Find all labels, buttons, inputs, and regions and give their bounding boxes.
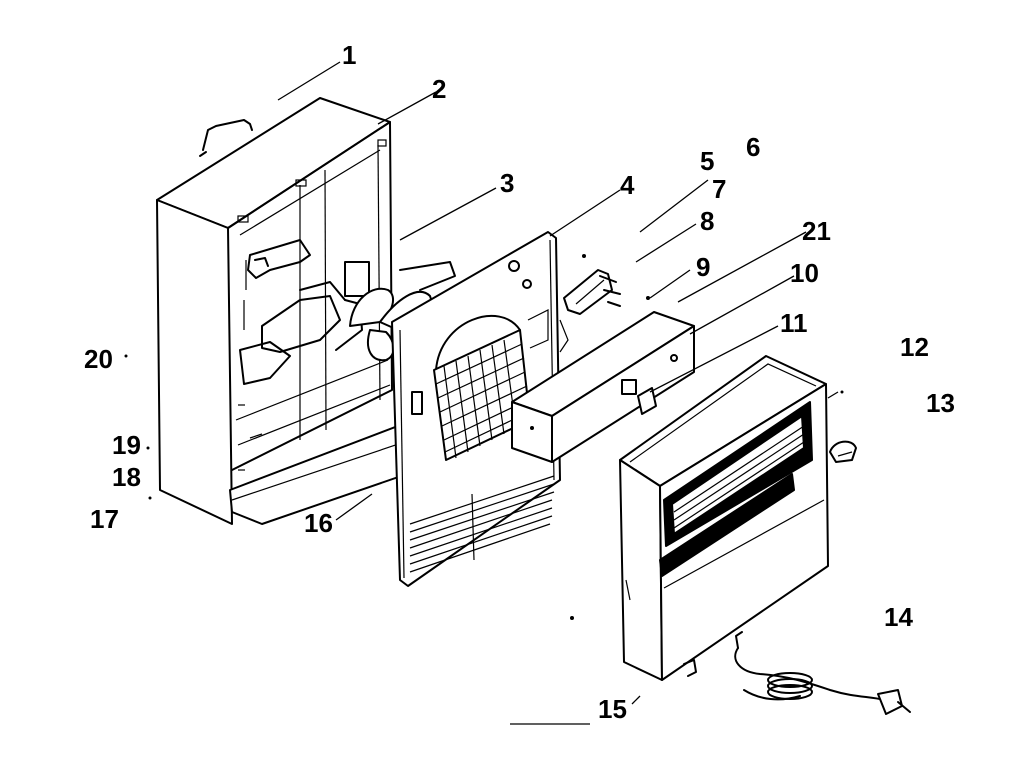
callout-10: 10 — [790, 258, 819, 288]
callout-7: 7 — [712, 174, 726, 204]
bulkhead-panel — [391, 231, 561, 587]
callout-16: 16 — [304, 508, 333, 538]
callout-5: 5 — [700, 146, 714, 176]
callout-19: 19 — [112, 430, 141, 460]
callout-8: 8 — [700, 206, 714, 236]
top-handle-clip — [199, 119, 253, 157]
callout-18: 18 — [112, 462, 141, 492]
callout-labels: 1 2 3 4 5 6 7 8 9 10 11 12 13 14 15 16 1… — [84, 40, 955, 724]
callout-11: 11 — [780, 308, 808, 338]
cabinet-housing — [156, 97, 501, 525]
leader-lines — [277, 61, 839, 705]
callout-12: 12 — [900, 332, 929, 362]
callout-3: 3 — [500, 168, 514, 198]
callout-4: 4 — [620, 170, 635, 200]
callout-20: 20 — [84, 344, 113, 374]
callout-21: 21 — [802, 216, 831, 246]
control-box — [511, 311, 695, 463]
bulkhead-grille — [409, 475, 555, 573]
stray-marks — [124, 354, 844, 725]
callout-15: 15 — [598, 694, 627, 724]
callout-14: 14 — [884, 602, 913, 632]
front-cover — [619, 355, 857, 681]
callout-13: 13 — [926, 388, 955, 418]
callout-9: 9 — [696, 252, 710, 282]
power-cord — [683, 631, 911, 715]
callout-6: 6 — [746, 132, 760, 162]
callout-2: 2 — [432, 74, 446, 104]
callout-17: 17 — [90, 504, 119, 534]
control-switch — [559, 254, 650, 353]
callout-1: 1 — [342, 40, 356, 70]
